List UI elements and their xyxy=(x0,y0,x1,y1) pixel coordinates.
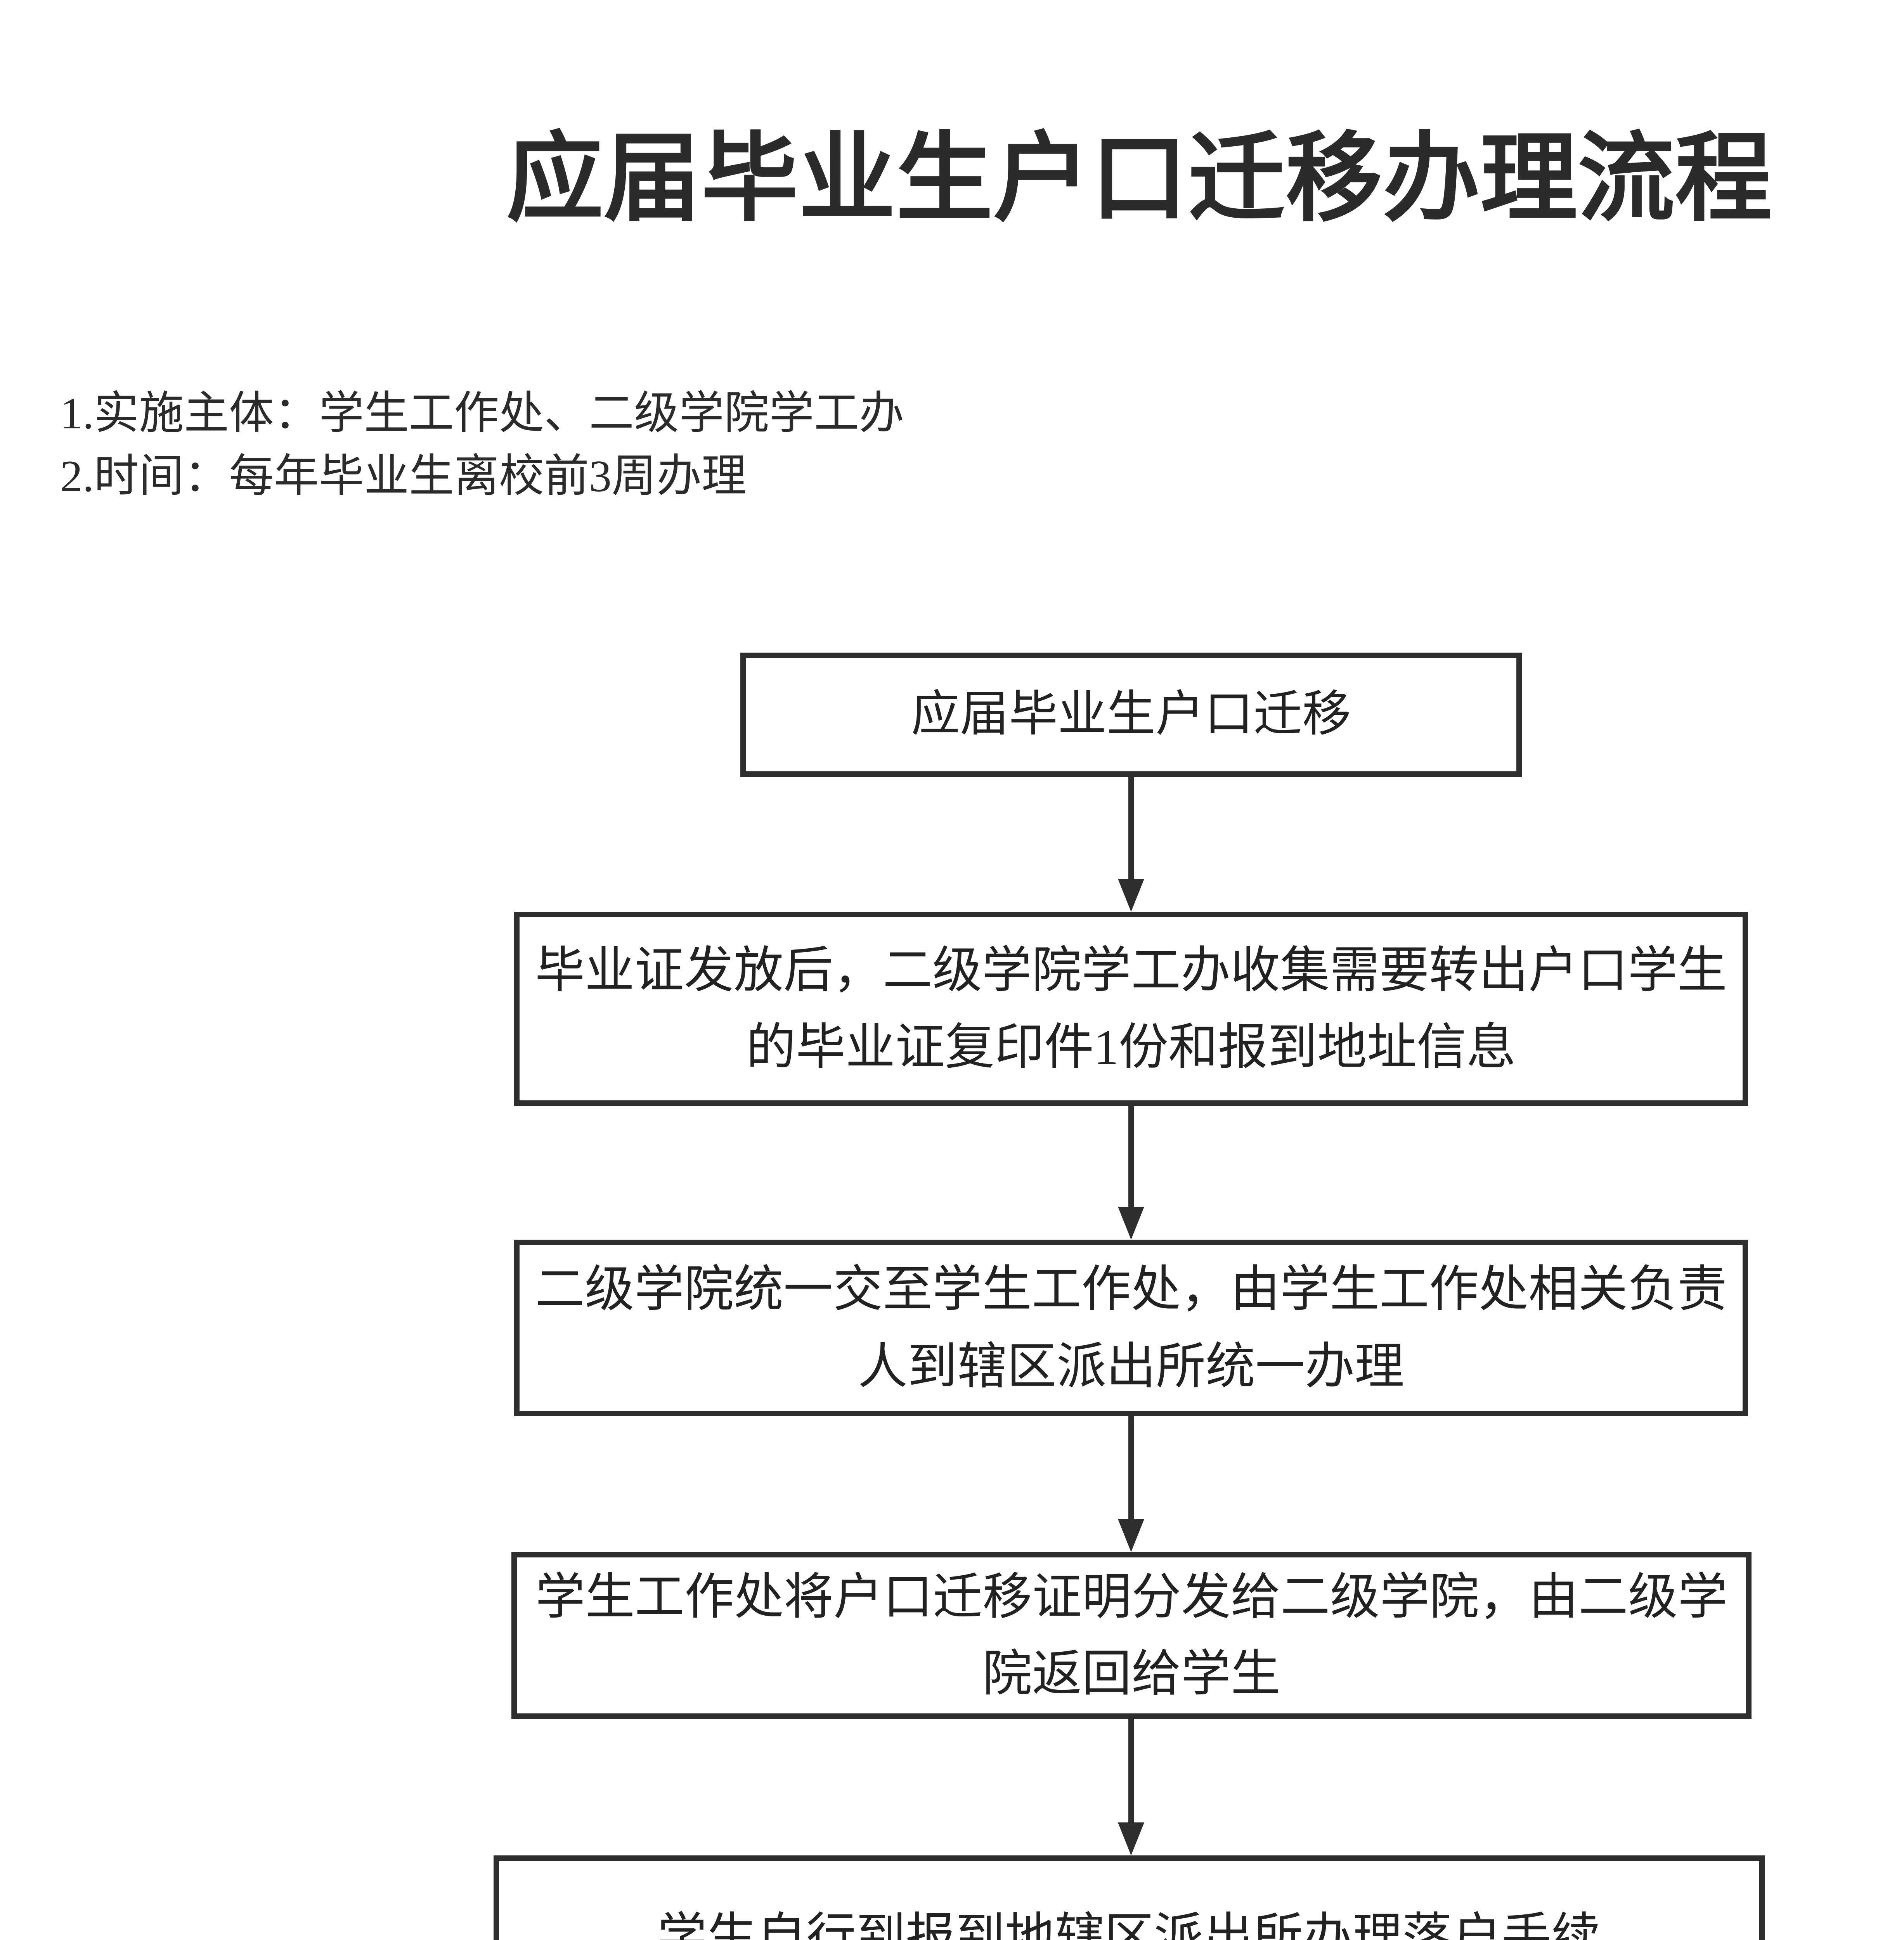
arrow-head xyxy=(1118,1207,1144,1240)
flow-step-collect-box: 毕业证发放后，二级学院学工办收集需要转出户口学生的毕业证复印件1份和报到地址信息 xyxy=(514,912,1748,1106)
arrow-head xyxy=(1118,1822,1144,1855)
flow-step-start-label: 应届毕业生户口迁移 xyxy=(911,688,1351,742)
arrow-head xyxy=(1118,879,1144,912)
notes-list: 1.实施主体：学生工作处、二级学院学工办 2.时间：每年毕业生离校前3周办理 xyxy=(60,382,904,508)
arrow-head xyxy=(1118,1519,1144,1552)
note-timing: 2.时间：每年毕业生离校前3周办理 xyxy=(60,452,747,502)
arrow-down-icon xyxy=(1116,1719,1147,1855)
flow-step-distribute-box: 学生工作处将户口迁移证明分发给二级学院，由二级学院返回给学生 xyxy=(511,1552,1752,1719)
arrow-down-icon xyxy=(1116,1416,1147,1552)
flow-step-settle-box: 学生自行到报到地辖区派出所办理落户手续 xyxy=(494,1855,1765,1940)
arrow-shaft xyxy=(1128,777,1134,880)
arrow-shaft xyxy=(1128,1416,1134,1520)
arrow-down-icon xyxy=(1116,777,1147,912)
page-title: 应届毕业生户口迁移办理流程 xyxy=(506,126,1772,233)
flow-step-start-box: 应届毕业生户口迁移 xyxy=(740,653,1522,777)
flow-step-distribute-label: 学生工作处将户口迁移证明分发给二级学院，由二级学院返回给学生 xyxy=(535,1569,1727,1701)
note-implementer: 1.实施主体：学生工作处、二级学院学工办 xyxy=(60,389,904,438)
arrow-shaft xyxy=(1128,1719,1134,1823)
flow-step-submit-box: 二级学院统一交至学生工作处，由学生工作处相关负责人到辖区派出所统一办理 xyxy=(514,1240,1748,1416)
flow-step-collect-label: 毕业证发放后，二级学院学工办收集需要转出户口学生的毕业证复印件1份和报到地址信息 xyxy=(535,942,1727,1075)
flow-step-submit-label: 二级学院统一交至学生工作处，由学生工作处相关负责人到辖区派出所统一办理 xyxy=(535,1262,1727,1394)
arrow-down-icon xyxy=(1116,1106,1147,1240)
flow-step-settle-label: 学生自行到报到地辖区派出所办理落户手续 xyxy=(657,1909,1601,1940)
arrow-shaft xyxy=(1128,1106,1134,1207)
